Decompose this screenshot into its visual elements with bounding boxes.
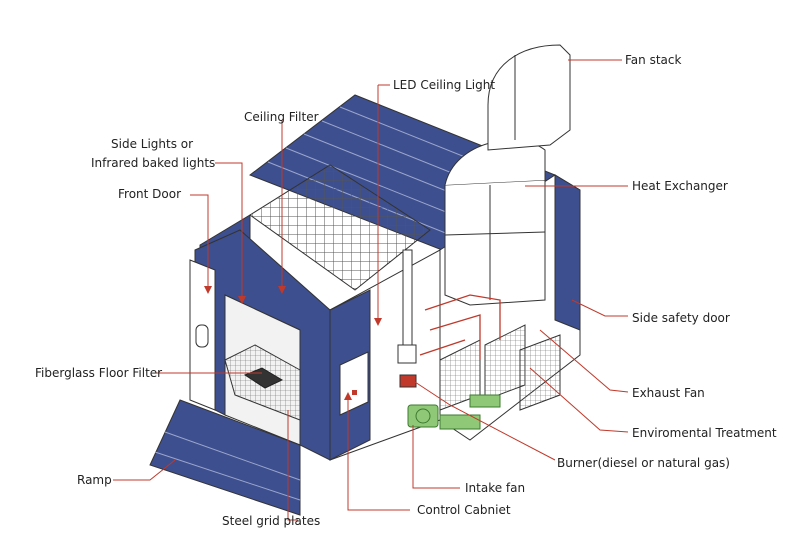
label-intake-fan: Intake fan bbox=[465, 481, 526, 495]
label-front-door: Front Door bbox=[118, 187, 182, 201]
environmental-treatment-filters bbox=[439, 324, 561, 411]
label-exhaust-fan: Exhaust Fan bbox=[632, 386, 705, 400]
label-ramp: Ramp bbox=[77, 473, 112, 487]
burner-pipework bbox=[419, 294, 501, 360]
chimney-pipe bbox=[397, 249, 417, 364]
label-led-ceiling-light: LED Ceiling Light bbox=[393, 78, 496, 92]
leader-arrowheads bbox=[204, 286, 382, 400]
leader-lines bbox=[113, 59, 629, 521]
intake-fan bbox=[407, 394, 501, 430]
label-fiberglass-floor-filter: Fiberglass Floor Filter bbox=[35, 366, 163, 380]
label-side-lights-line1: Side Lights or bbox=[111, 137, 194, 151]
label-ceiling-filter: Ceiling Filter bbox=[244, 110, 319, 124]
label-side-lights-line2: Infrared baked lights bbox=[91, 156, 216, 170]
label-steel-grid-plates: Steel grid plates bbox=[222, 514, 321, 528]
label-heat-exchanger: Heat Exchanger bbox=[632, 179, 728, 193]
label-fan-stack: Fan stack bbox=[625, 53, 682, 67]
label-side-safety-door: Side safety door bbox=[632, 311, 730, 325]
label-environmental-treatment: Enviromental Treatment bbox=[632, 426, 777, 440]
burner bbox=[399, 374, 417, 388]
ceiling-filter bbox=[249, 164, 431, 291]
ramp bbox=[149, 399, 301, 516]
fan-stack bbox=[487, 44, 571, 151]
label-burner: Burner(diesel or natural gas) bbox=[557, 456, 730, 470]
label-control-cabinet: Control Cabniet bbox=[417, 503, 511, 517]
heat-exchanger bbox=[444, 139, 546, 306]
front-door bbox=[189, 259, 216, 411]
